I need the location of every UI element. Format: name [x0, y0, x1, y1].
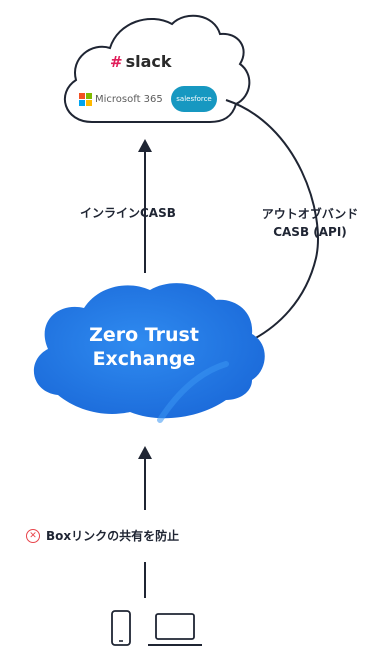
microsoft-label: Microsoft 365: [95, 94, 163, 105]
x-circle-icon: ✕: [26, 528, 40, 543]
zte-title: Zero Trust Exchange: [60, 323, 228, 371]
slack-icon: #: [110, 53, 123, 71]
inline-arrow-head: [138, 139, 152, 152]
block-notice: ✕ Boxリンクの共有を防止: [26, 527, 179, 544]
outofband-label-line2: CASB (API): [273, 225, 347, 239]
zte-cloud: [33, 283, 265, 419]
phone-icon: [111, 610, 131, 646]
microsoft-365-logo: Microsoft 365: [79, 93, 163, 106]
outofband-casb-label: アウトオブバンド CASB (API): [245, 205, 375, 241]
zte-title-line1: Zero Trust: [89, 324, 199, 346]
slack-label: slack: [125, 52, 172, 71]
outofband-label-line1: アウトオブバンド: [261, 207, 359, 221]
zte-cloud-swoosh: [157, 361, 229, 423]
device-arrow-head: [138, 446, 152, 459]
inline-casb-label: インラインCASB: [80, 206, 176, 220]
salesforce-logo: salesforce: [171, 86, 217, 112]
outofband-connector: [225, 99, 319, 344]
laptop-icon: [148, 613, 202, 646]
block-notice-text: Boxリンクの共有を防止: [46, 529, 180, 543]
zte-title-line2: Exchange: [92, 348, 196, 370]
microsoft-icon: [79, 93, 92, 106]
slack-logo: #slack: [110, 52, 172, 71]
salesforce-label: salesforce: [176, 95, 212, 103]
